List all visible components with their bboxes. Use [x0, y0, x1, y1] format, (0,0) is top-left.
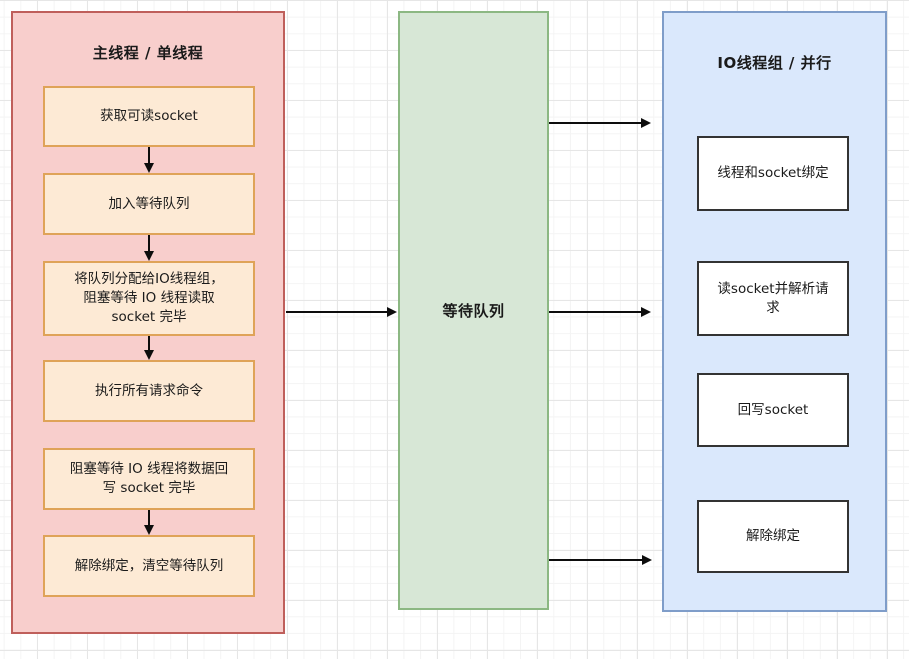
step-assign-queue-to-io-group: 将队列分配给IO线程组， 阻塞等待 IO 线程读取 socket 完毕 — [43, 261, 255, 336]
arrow-shaft — [148, 336, 150, 352]
lane-wait-queue: 等待队列 — [398, 11, 549, 610]
arrow-queue-to-io-middle — [549, 306, 651, 318]
step-execute-all-commands: 执行所有请求命令 — [43, 360, 255, 422]
arrow-shaft — [148, 235, 150, 253]
arrowhead-icon — [144, 163, 154, 173]
lane-main-thread: 主线程 / 单线程 获取可读socket 加入等待队列 将队列分配给IO线程组，… — [11, 11, 285, 634]
arrowhead-icon — [144, 350, 154, 360]
io-step-read-parse-request: 读socket并解析请 求 — [697, 261, 849, 336]
arrow-step1-to-step2 — [143, 147, 155, 173]
arrow-step2-to-step3 — [143, 235, 155, 261]
lane-io-thread-group: IO线程组 / 并行 线程和socket绑定 读socket并解析请 求 回写s… — [662, 11, 887, 612]
arrowhead-icon — [144, 251, 154, 261]
arrow-shaft — [549, 311, 643, 313]
io-step-bind-thread-socket: 线程和socket绑定 — [697, 136, 849, 211]
arrowhead-icon — [144, 525, 154, 535]
step-join-wait-queue: 加入等待队列 — [43, 173, 255, 235]
step-block-wait-write-back: 阻塞等待 IO 线程将数据回 写 socket 完毕 — [43, 448, 255, 510]
arrowhead-icon — [641, 307, 651, 317]
arrow-shaft — [148, 510, 150, 527]
arrow-shaft — [286, 311, 389, 313]
arrowhead-icon — [641, 118, 651, 128]
arrow-queue-to-io-bottom — [549, 554, 652, 566]
io-thread-lane-title: IO线程组 / 并行 — [717, 54, 832, 72]
arrow-shaft — [549, 122, 643, 124]
step-unbind-clear-queue: 解除绑定，清空等待队列 — [43, 535, 255, 597]
arrowhead-icon — [387, 307, 397, 317]
arrowhead-icon — [642, 555, 652, 565]
step-get-readable-socket: 获取可读socket — [43, 86, 255, 147]
io-step-unbind: 解除绑定 — [697, 500, 849, 573]
arrow-queue-to-io-top — [549, 117, 651, 129]
main-thread-lane-title: 主线程 / 单线程 — [92, 44, 204, 62]
arrow-step5-to-step6 — [143, 510, 155, 535]
wait-queue-label: 等待队列 — [442, 302, 505, 320]
arrow-shaft — [148, 147, 150, 165]
arrow-step3-to-step4 — [143, 336, 155, 360]
arrow-main-to-wait-queue — [286, 306, 397, 318]
io-step-write-back-socket: 回写socket — [697, 373, 849, 447]
arrow-shaft — [549, 559, 644, 561]
